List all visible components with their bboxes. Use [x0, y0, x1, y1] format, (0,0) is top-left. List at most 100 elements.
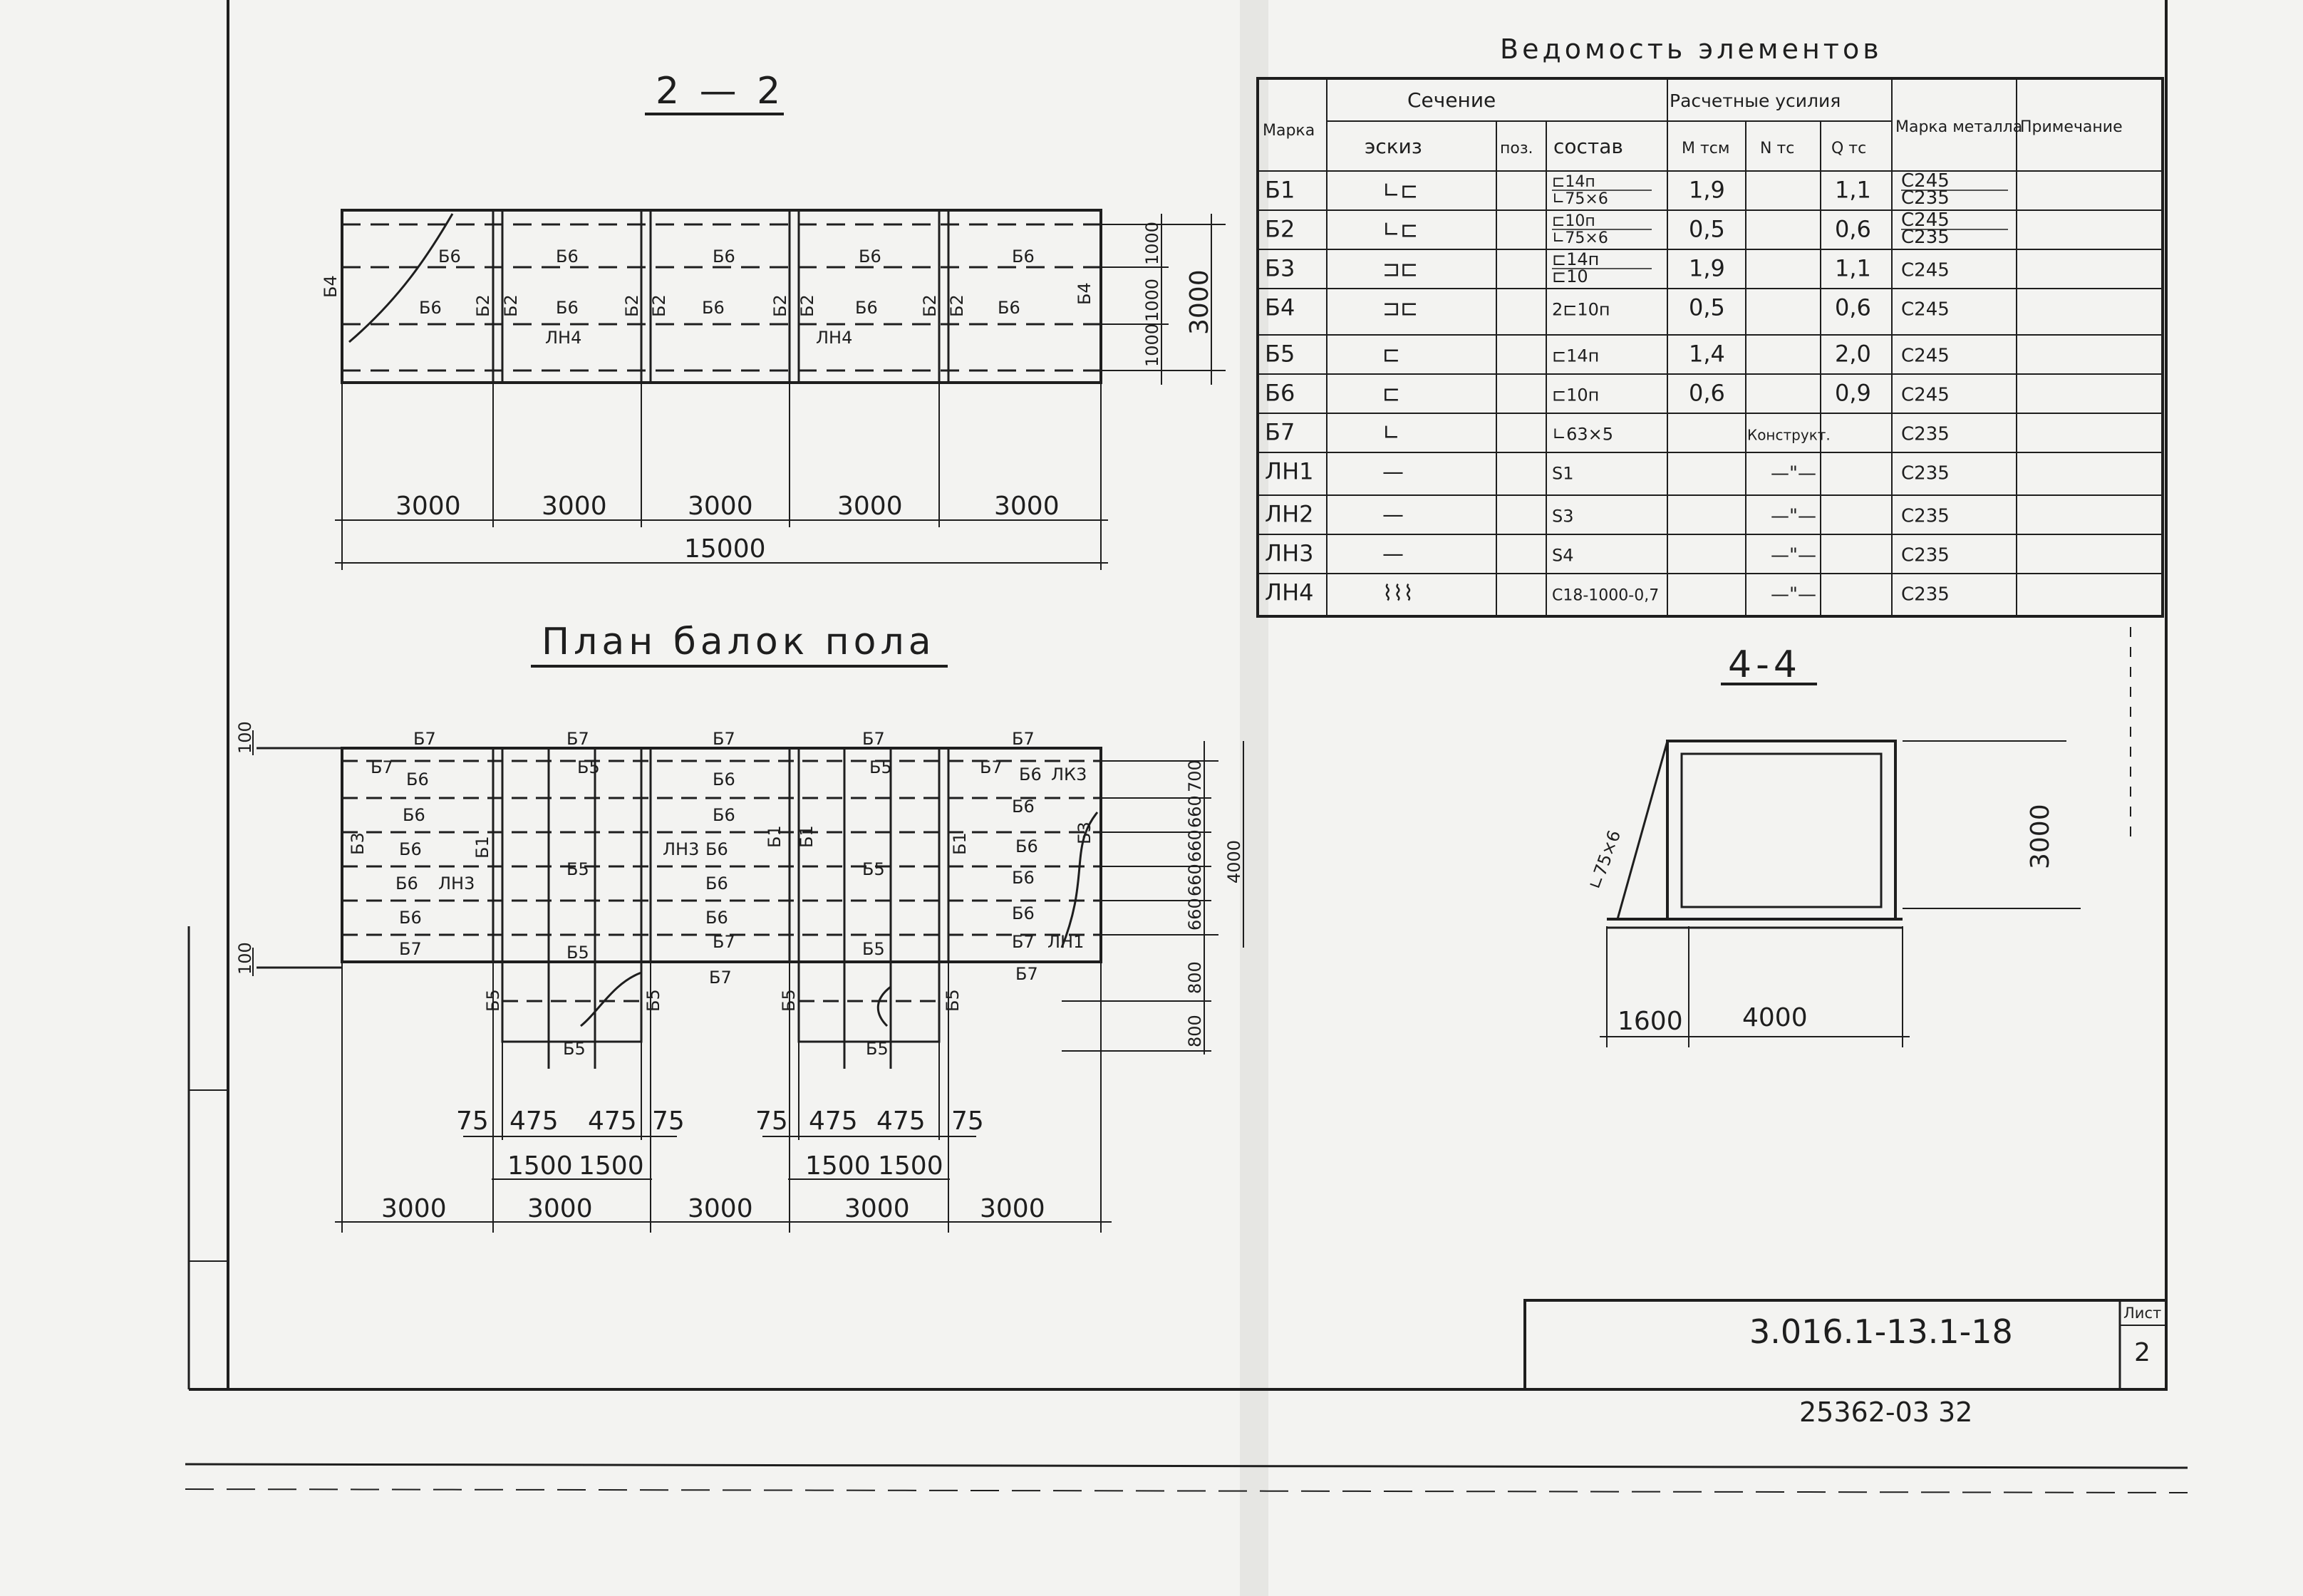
label-b6: Б6 — [705, 874, 728, 893]
label-b5: Б5 — [566, 943, 589, 963]
hdr-m: M тсм — [1682, 140, 1729, 157]
label-b6: Б6 — [1012, 797, 1035, 817]
label-b1: Б1 — [472, 836, 492, 859]
cell-eskiz: ⌇⌇⌇ — [1382, 581, 1414, 606]
section-2-2: 2 — 2 Б6 Б6 Б6 Б6 Б6 Б6 Б6 Б6 — [321, 70, 1226, 570]
section-2-2-title: 2 — 2 — [656, 70, 785, 113]
label-b6: Б6 — [399, 908, 422, 928]
label-b6: Б6 — [705, 839, 728, 859]
cell-n: Конструкт. — [1747, 427, 1831, 444]
label-b6: Б6 — [702, 298, 725, 318]
label-b6: Б6 — [1012, 868, 1035, 888]
cell-metal: С245 — [1901, 346, 1950, 367]
dim-1500-2: 1500 — [579, 1151, 644, 1181]
label-b6: Б6 — [855, 298, 878, 318]
label-b7: Б7 — [1015, 964, 1038, 984]
cell-marka: ЛН4 — [1265, 579, 1313, 606]
label-b7: Б7 — [713, 932, 735, 952]
cell-metal: С245 — [1901, 385, 1950, 406]
dim-right-1: 700 — [1185, 760, 1205, 792]
dim-bay-5: 3000 — [994, 492, 1060, 521]
dim-height-total: 3000 — [1185, 269, 1214, 335]
cell-eskiz: — — [1382, 542, 1404, 567]
hdr-poz: поз. — [1500, 140, 1533, 157]
hdr-sostav: состав — [1553, 135, 1623, 158]
label-b2: Б2 — [501, 294, 521, 317]
label-lk3: ЛК3 — [1051, 765, 1087, 784]
dim-1500-3: 1500 — [805, 1151, 871, 1181]
cell-m: 1,9 — [1689, 255, 1725, 282]
label-b3: Б3 — [1075, 822, 1094, 844]
dim-sub-a4: 75 — [652, 1107, 685, 1136]
cell-marka: Б2 — [1265, 216, 1295, 243]
dim-sub-b4: 75 — [951, 1107, 984, 1136]
label-b1: Б1 — [765, 825, 785, 848]
cell-sostav: 2⊏10п — [1552, 300, 1610, 320]
cell-sostav-top: ⊏14п — [1552, 249, 1599, 269]
cell-metal: С245 — [1901, 299, 1950, 321]
cell-sostav: С18-1000-0,7 — [1552, 587, 1659, 605]
cell-sostav: ⊏10п — [1552, 385, 1599, 405]
label-b7: Б7 — [1012, 729, 1035, 749]
label-b7: Б7 — [1012, 932, 1035, 952]
dim-plan-bay-4: 3000 — [844, 1194, 910, 1223]
dim-44-height: 3000 — [2026, 804, 2055, 869]
cell-metal-bottom: С235 — [1901, 187, 1950, 209]
cell-metal: С235 — [1901, 506, 1950, 527]
cell-m: 0,5 — [1689, 294, 1725, 321]
label-b6: Б6 — [395, 874, 418, 893]
dim-plan-bay-5: 3000 — [980, 1194, 1045, 1223]
dim-right-3: 660 — [1185, 829, 1205, 862]
cell-metal-top: С245 — [1901, 170, 1950, 192]
cell-marka: Б7 — [1265, 419, 1295, 446]
elements-table: Ведомость элементов — [1256, 33, 2164, 618]
cell-metal: С235 — [1901, 545, 1950, 566]
cell-eskiz: ∟⊏ — [1382, 179, 1418, 204]
cell-metal: С235 — [1901, 584, 1950, 606]
label-b6: Б6 — [556, 247, 579, 266]
dim-plan-bay-3: 3000 — [688, 1194, 753, 1223]
cell-marka: Б1 — [1265, 177, 1295, 204]
dim-right-5: 660 — [1185, 898, 1205, 931]
label-b6: Б6 — [713, 247, 735, 266]
hdr-usiliya: Расчетные усилия — [1670, 90, 1841, 111]
cell-sostav-bottom: ∟75×6 — [1552, 190, 1608, 208]
label-ln3: ЛН3 — [438, 874, 475, 893]
dim-1500-1: 1500 — [507, 1151, 573, 1181]
label-b6: Б6 — [1012, 247, 1035, 266]
dim-height-3: 1000 — [1142, 323, 1162, 367]
dim-height-2: 1000 — [1142, 279, 1162, 322]
dim-left-bottom: 100 — [235, 942, 255, 975]
label-b6: Б6 — [859, 247, 881, 266]
cell-marka: Б5 — [1265, 341, 1295, 368]
cell-metal: С235 — [1901, 424, 1950, 445]
cell-eskiz: — — [1382, 503, 1404, 528]
label-b4: Б4 — [321, 275, 341, 298]
label-b7: Б7 — [709, 968, 732, 988]
label-b5: Б5 — [577, 757, 600, 777]
cell-n: —"— — [1771, 463, 1816, 484]
label-b6: Б6 — [438, 247, 461, 266]
cell-sostav-top: ⊏14п — [1552, 173, 1595, 191]
cell-q: 1,1 — [1835, 255, 1871, 282]
cell-metal-top: С245 — [1901, 209, 1950, 231]
cell-sostav: ⊏14п — [1552, 346, 1599, 366]
label-b6: Б6 — [705, 908, 728, 928]
label-b7: Б7 — [399, 939, 422, 959]
archive-number: 25362-03 32 — [1799, 1396, 1972, 1428]
dim-bay-4: 3000 — [837, 492, 903, 521]
cell-sostav: S1 — [1552, 464, 1574, 484]
section-4-4-title: 4-4 — [1728, 643, 1801, 686]
label-b7: Б7 — [566, 729, 589, 749]
label-b2: Б2 — [622, 294, 642, 317]
cell-marka: Б3 — [1265, 255, 1295, 282]
dim-1500-4: 1500 — [878, 1151, 943, 1181]
dim-right-total: 4000 — [1224, 840, 1244, 884]
cell-sostav: S3 — [1552, 507, 1574, 527]
label-b6: Б6 — [1015, 836, 1038, 856]
label-b4: Б4 — [1075, 282, 1094, 305]
cell-eskiz: ⊏ — [1382, 343, 1400, 368]
label-b6: Б6 — [403, 805, 425, 825]
drawing-code: 3.016.1-13.1-18 — [1749, 1312, 2013, 1351]
